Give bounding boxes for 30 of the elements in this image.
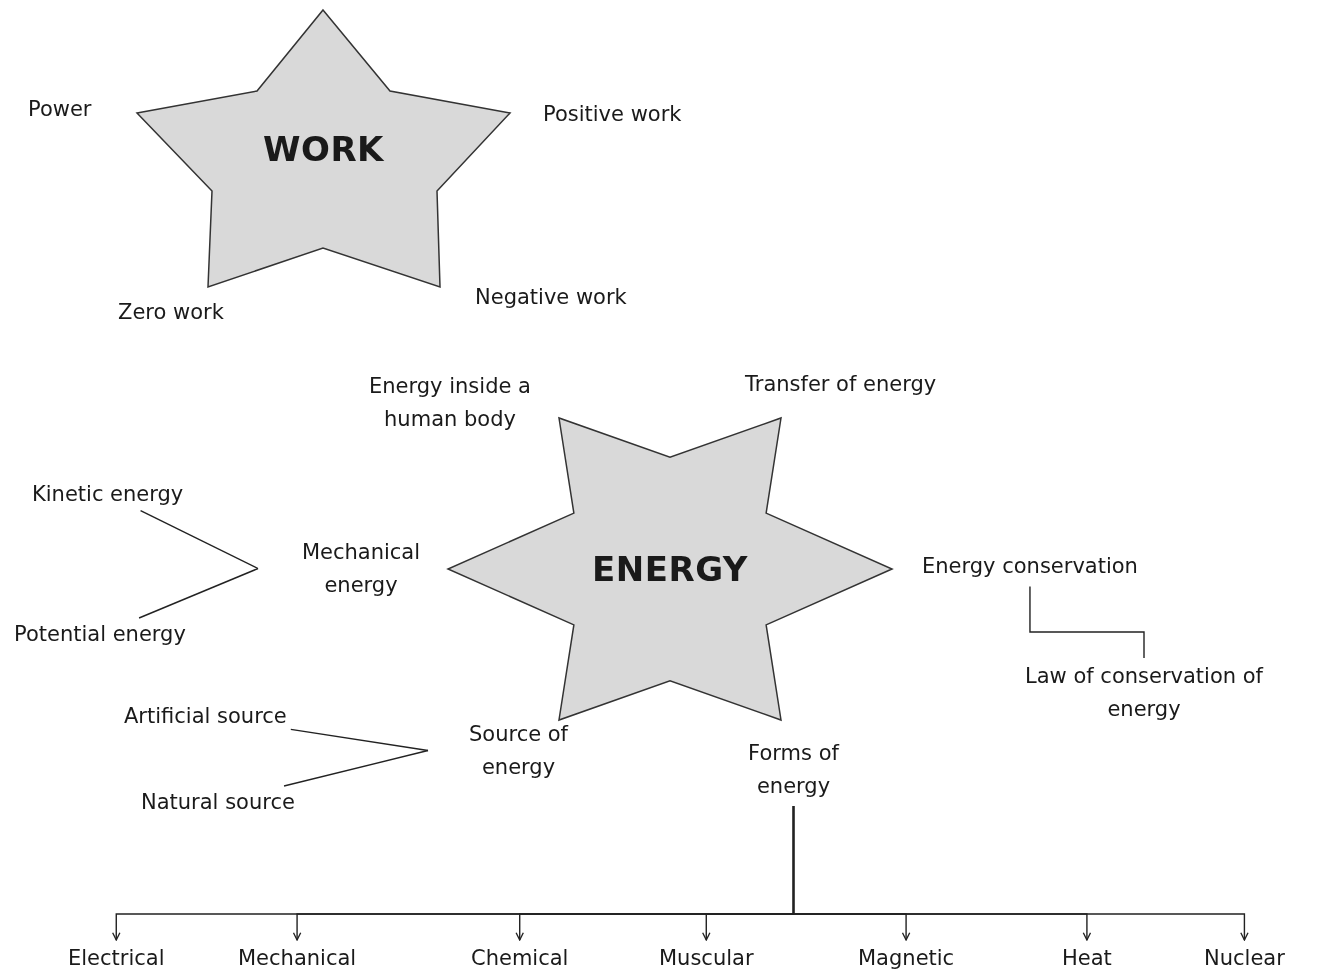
connector-line <box>139 509 259 570</box>
subtopic-label: Zero work <box>118 299 224 326</box>
connector-line <box>138 567 259 619</box>
concept-label: Electrical <box>64 942 169 975</box>
concept-label: Forms of energy <box>712 737 875 803</box>
topic-title: WORK <box>263 128 384 169</box>
concept-label: Potential energy <box>10 618 190 651</box>
concept-label: Mechanical <box>234 942 361 975</box>
concept-label: Artificial source <box>120 700 291 733</box>
subtopic-label: Power <box>28 96 92 123</box>
connector-line <box>1029 585 1145 659</box>
concept-label: Chemical <box>467 942 573 975</box>
arrow <box>792 805 1249 941</box>
concept-label: Kinetic energy <box>28 478 188 511</box>
connector-line <box>283 749 429 787</box>
topic-title: ENERGY <box>592 549 748 589</box>
subtopic-label: Transfer of energy <box>745 371 937 398</box>
concept-label: Source of energy <box>432 718 605 784</box>
connector-line <box>290 728 429 752</box>
concept-label: Law of conservation of energy <box>985 660 1303 726</box>
concept-label: Muscular <box>655 942 758 975</box>
concept-label: Natural source <box>137 786 299 819</box>
subtopic-label: Energy inside a human body <box>368 373 532 433</box>
concept-label: Nuclear <box>1200 942 1289 975</box>
concept-label: Energy conservation <box>918 550 1142 583</box>
concept-label: Magnetic <box>854 942 959 975</box>
subtopic-label: Positive work <box>543 101 682 128</box>
subtopic-label: Negative work <box>475 284 627 311</box>
concept-label: Heat <box>1058 942 1116 975</box>
concept-label: Mechanical energy <box>262 536 460 602</box>
